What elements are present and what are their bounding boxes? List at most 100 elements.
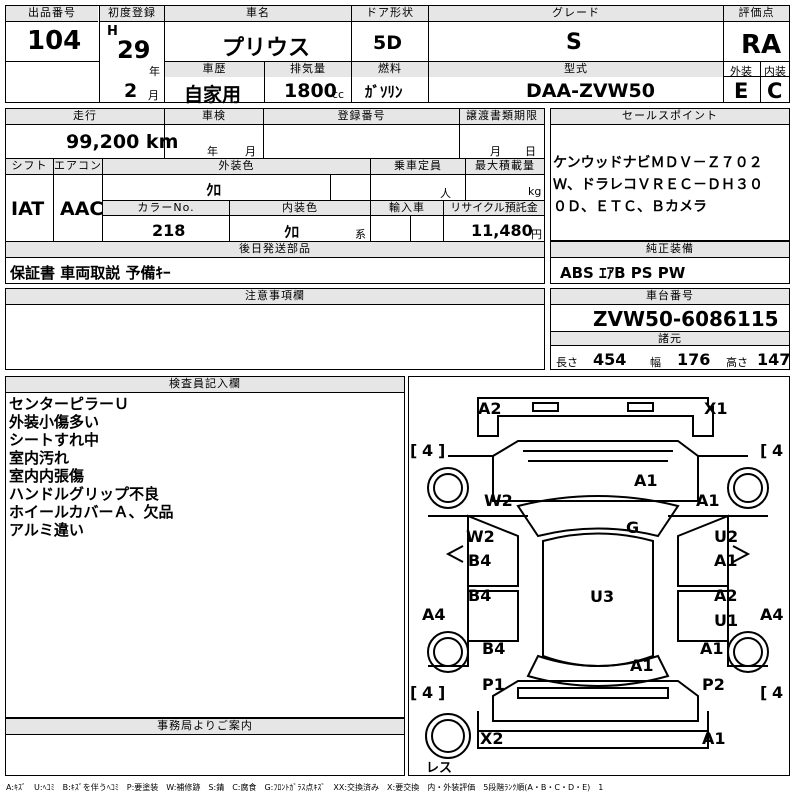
header-block <box>5 5 790 103</box>
damage-mark: A1 <box>702 729 726 748</box>
inspector-label: 検査員記入欄 <box>6 377 404 393</box>
int-color: ｸﾛ <box>284 223 300 241</box>
cc-unit: cc <box>332 88 345 101</box>
ext-color: ｸﾛ <box>206 181 222 199</box>
bracket: ] <box>438 683 445 702</box>
score: RA <box>741 30 782 60</box>
damage-mark: A4 <box>422 605 446 624</box>
damage-mark: P2 <box>702 675 725 694</box>
chassis-block <box>550 288 790 370</box>
damage-mark: A2 <box>714 586 738 605</box>
damage-mark: B4 <box>468 551 491 570</box>
exterior-grade: E <box>734 79 749 103</box>
damage-mark: B4 <box>468 586 491 605</box>
damage-mark: W2 <box>466 527 495 546</box>
yen-unit: 円 <box>531 228 542 241</box>
later-parts-label: 後日発送部品 <box>6 242 544 258</box>
bracket: [ <box>760 441 767 460</box>
damage-mark: A1 <box>696 491 720 510</box>
mileage: 99,200 km <box>66 131 179 153</box>
inspection-label: 車検 <box>165 109 263 125</box>
int-color-label: 内装色 <box>230 201 370 216</box>
grade: S <box>566 30 582 55</box>
legend: A:ｷｽﾞ U:ﾍｺﾐ B:ｷｽﾞを伴うﾍｺﾐ P:要塗装 W:補修跡 S:錆 … <box>6 783 604 792</box>
mileage-label: 走行 <box>6 109 164 125</box>
exterior-label: 外装 <box>730 65 752 78</box>
inspector-notes: センターピラーＵ 外装小傷多い シートすれ中 室内汚れ 室内内張傷 ハンドルグリ… <box>9 395 174 539</box>
inspector-note: 室内内張傷 <box>9 467 85 485</box>
damage-mark: A1 <box>700 639 724 658</box>
aircon: AAC <box>60 198 104 220</box>
notes-label: 注意事項欄 <box>6 289 544 305</box>
recycle-label: リサイクル預託金 <box>444 201 544 216</box>
damage-diagram <box>408 376 790 776</box>
history: 自家用 <box>184 84 242 106</box>
damage-mark: X1 <box>704 399 727 418</box>
genuine-equip-block <box>550 241 790 284</box>
notes-block <box>5 288 545 370</box>
sales-points-block <box>550 108 790 241</box>
height: 147 <box>757 350 791 369</box>
damage-mark: W2 <box>484 491 513 510</box>
insp-year-unit: 年 <box>207 145 218 158</box>
chassis-no: ZVW50-6086115 <box>593 307 779 331</box>
model-code: DAA-ZVW50 <box>526 80 655 102</box>
kg-unit: kg <box>528 185 542 198</box>
office-block <box>5 718 405 776</box>
details-block <box>5 108 545 284</box>
bracket: [ <box>760 683 767 702</box>
kei-unit: 系 <box>355 228 366 241</box>
bracket: ] <box>438 441 445 460</box>
later-parts: 保証書 車両取説 予備ｷｰ <box>10 264 171 282</box>
bracket: [ <box>410 683 417 702</box>
dimensions-label: 諸元 <box>551 332 789 346</box>
office-label: 事務局よりご案内 <box>6 719 404 735</box>
damage-mark: U1 <box>714 611 738 630</box>
reg-no-label: 登録番号 <box>264 109 459 125</box>
damage-mark: U2 <box>714 527 738 546</box>
transfer-month-unit: 月 <box>490 145 501 158</box>
lot-no-label: 出品番号 <box>6 6 98 22</box>
damage-mark: P1 <box>482 675 505 694</box>
tire-rr: 4 <box>772 683 783 702</box>
recycle-fee: 11,480 <box>471 221 533 240</box>
tire-fl: 4 <box>422 441 433 460</box>
reg-year: 29 <box>117 36 151 64</box>
inspector-note: ハンドルグリップ不良 <box>9 485 160 503</box>
max-load-label: 最大積載量 <box>466 159 544 175</box>
color-no: 218 <box>152 221 186 240</box>
length: 454 <box>593 350 627 369</box>
fuel: ｶﾞｿﾘﾝ <box>365 83 403 101</box>
damage-mark: X2 <box>480 729 503 748</box>
damage-mark: B4 <box>482 639 505 658</box>
displacement: 1800 <box>284 80 337 102</box>
damage-mark: A1 <box>714 551 738 570</box>
chassis-label: 車台番号 <box>551 289 789 305</box>
inspector-block <box>5 376 405 718</box>
damage-mark: A2 <box>478 399 502 418</box>
width: 176 <box>677 350 711 369</box>
transfer-day-unit: 日 <box>525 145 536 158</box>
tire-rl: 4 <box>422 683 433 702</box>
door-type: 5D <box>373 32 402 54</box>
shift: IAT <box>11 198 45 220</box>
sales-points-label: セールスポイント <box>551 109 789 125</box>
history-label: 車歴 <box>165 62 264 77</box>
lot-no: 104 <box>27 26 82 56</box>
length-label: 長さ <box>556 356 578 369</box>
transfer-label: 譲渡書類期限 <box>460 109 544 125</box>
shift-label: シフト <box>6 159 53 175</box>
damage-mark: A1 <box>634 471 658 490</box>
color-no-label: カラーNo. <box>103 201 229 216</box>
sales-point-1: ケンウッドナビＭＤＶ－Ｚ７０２ <box>553 155 763 171</box>
insp-month-unit: 月 <box>245 145 256 158</box>
model-label: 型式 <box>429 62 723 77</box>
first-reg-label: 初度登録 <box>100 6 164 22</box>
fuel-label: 燃料 <box>352 62 428 77</box>
inspector-note: アルミ違い <box>9 521 84 539</box>
inspector-note: シートすれ中 <box>9 431 100 449</box>
aircon-label: エアコン <box>54 159 102 175</box>
inspector-note: 室内汚れ <box>9 449 70 467</box>
car-name-label: 車名 <box>165 6 351 22</box>
inspector-note: ホイールカバーＡ、欠品 <box>9 503 174 521</box>
